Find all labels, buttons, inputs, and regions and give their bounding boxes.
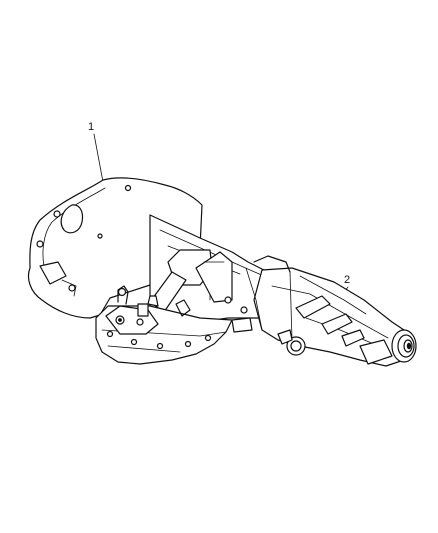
leader-line-1 bbox=[93, 133, 104, 183]
transmission-assembly bbox=[27, 177, 417, 367]
callout-1: 1 bbox=[88, 121, 95, 133]
callout-2: 2 bbox=[344, 274, 351, 286]
